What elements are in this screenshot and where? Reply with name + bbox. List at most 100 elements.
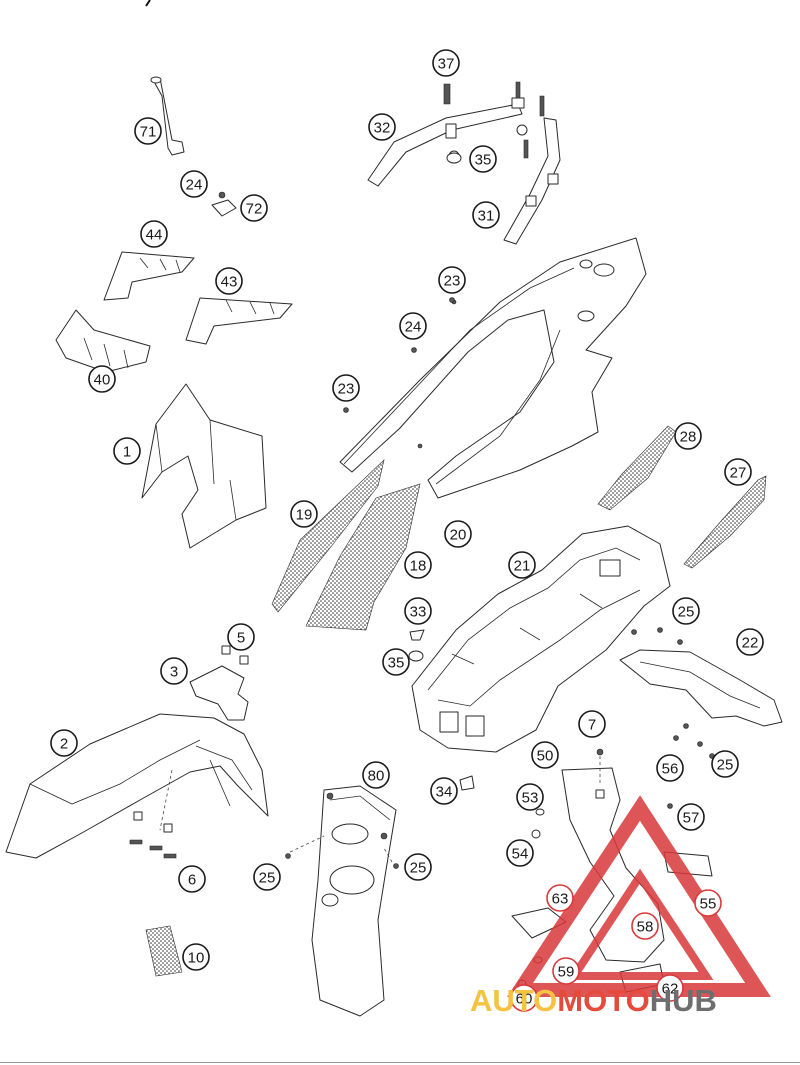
callout-37: 37 [432,49,460,77]
callout-23: 23 [438,266,466,294]
callout-label: 43 [221,274,238,291]
part-53-washer [535,808,545,816]
part-71-strap [150,76,185,156]
callout-label: 32 [374,120,391,137]
callout-circle [404,551,432,579]
callout-label: 3 [170,664,178,681]
callout-circle [508,551,536,579]
callout-label: 34 [436,784,453,801]
part-6-bolts [129,811,177,859]
callout-circle [160,657,188,685]
part-34-clip [459,775,475,791]
callout-44: 44 [140,220,168,248]
callout-label: 31 [478,208,495,225]
callout-label: 58 [637,919,654,936]
callout-circle [674,422,702,450]
callout-19: 19 [290,500,318,528]
callout-circle [694,889,722,917]
callout-label: 23 [444,273,461,290]
callout-label: 19 [296,507,313,524]
callout-circle [178,865,206,893]
callout-35: 35 [469,145,497,173]
callout-circle [552,957,580,985]
callout-circle [140,220,168,248]
callout-21: 21 [508,551,536,579]
callout-circle [134,117,162,145]
callout-3: 3 [160,657,188,685]
part-27-decal [683,475,767,569]
callout-label: 27 [730,465,747,482]
callout-circle [469,145,497,173]
callout-32: 32 [368,113,396,141]
callout-62: 62 [656,974,684,1002]
callout-circle [253,863,281,891]
callout-24: 24 [399,312,427,340]
callout-circle [472,201,500,229]
part-33-rubber [409,629,425,641]
callout-label: 21 [514,558,531,575]
callout-label: 24 [186,177,203,194]
callout-label: 37 [438,56,455,73]
callout-circle [88,365,116,393]
callout-label: 56 [662,761,679,778]
part-72-clip [211,191,237,217]
callout-circle [180,170,208,198]
callout-circle [677,803,705,831]
part-35-rubber [408,152,462,662]
callout-label: 10 [188,950,205,967]
callout-label: 72 [246,201,263,218]
callout-35: 35 [382,648,410,676]
part-40-bracket [55,309,151,373]
callout-55: 55 [694,889,722,917]
callout-24: 24 [180,170,208,198]
callout-label: 1 [123,444,131,461]
watermark-part-auto: AUTO [470,983,557,1018]
part-37-bolt [443,83,451,105]
part-21-rear-fender [411,525,671,753]
callout-10: 10 [182,943,210,971]
callout-72: 72 [240,194,268,222]
part-80-guard [285,785,399,1017]
callout-31: 31 [472,201,500,229]
part-3-bracket [189,645,249,721]
callout-label: 22 [742,635,759,652]
part-22-mudflap [619,649,783,727]
callout-label: 6 [188,872,196,889]
callout-60: 60 [510,984,538,1012]
callout-circle [724,458,752,486]
callout-53: 53 [516,783,544,811]
callout-label: 20 [450,527,467,544]
callout-label: 62 [662,981,679,998]
callout-label: 18 [410,558,427,575]
callout-circle [382,648,410,676]
callout-label: 28 [680,429,697,446]
callout-7: 7 [578,710,606,738]
callout-label: 35 [475,152,492,169]
part-2-front-fender [5,713,269,859]
callout-label: 24 [405,319,422,336]
callout-1: 1 [113,437,141,465]
callout-20: 20 [444,520,472,548]
callout-circle [50,729,78,757]
callout-label: 54 [512,846,529,863]
callout-label: 50 [537,748,554,765]
callout-label: 2 [60,736,68,753]
callout-25: 25 [253,863,281,891]
callout-circle [578,710,606,738]
callout-label: 33 [410,604,427,621]
callout-2: 2 [50,729,78,757]
callout-34: 34 [430,777,458,805]
callout-50: 50 [531,741,559,769]
callout-circle [546,884,574,912]
callout-label: 63 [552,891,569,908]
callout-label: 5 [237,630,245,647]
callout-58: 58 [631,912,659,940]
callout-circle [404,853,432,881]
callout-circle [631,912,659,940]
watermark-part-moto: MOTO [557,983,649,1018]
callout-label: 25 [717,757,734,774]
callout-56: 56 [656,754,684,782]
callout-label: 35 [388,655,405,672]
callout-59: 59 [552,957,580,985]
